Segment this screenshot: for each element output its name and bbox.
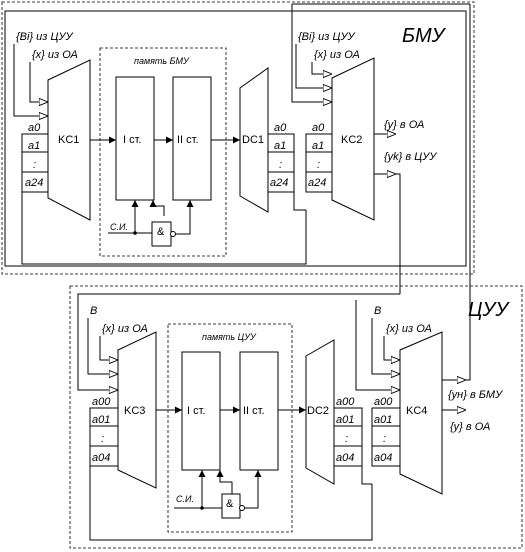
cuu-and-label: & <box>226 498 234 510</box>
bmu-addr-2-a1: a1 <box>274 140 286 152</box>
cuu-memory-frame <box>167 323 293 533</box>
bmu-memory-frame <box>99 47 227 257</box>
cuu-addr-3-a00: a00 <box>374 396 393 408</box>
cuu-out-y-label: {y} в ОА <box>450 421 490 433</box>
cuu-b-line <box>87 318 118 374</box>
bmu-out-y-label: {y} в ОА <box>384 119 424 131</box>
cuu-addr-1-a01: a01 <box>92 414 110 426</box>
ks1-label: KC1 <box>58 134 79 146</box>
ks1-block <box>47 59 91 221</box>
bmu-addr-1-a24: a24 <box>25 177 43 189</box>
ks3-label: KC3 <box>124 405 145 417</box>
cuu-input-x-label: {x} из ОА <box>102 323 148 335</box>
bmu-out-yk-label: {yk} в ЦУУ <box>384 151 437 163</box>
bmu-input-b2-label: {Bi} из ЦУУ <box>298 31 356 43</box>
bmu-out-yk-line <box>374 173 401 294</box>
cuu-input-b-label: B <box>90 305 97 317</box>
bmu-stage-1-label: I ст. <box>123 134 142 146</box>
bmu-si-label: С.И. <box>110 222 128 232</box>
cuu-title: ЦУУ <box>468 299 510 321</box>
bmu-addr-3-a24: a24 <box>308 177 326 189</box>
bmu-and-invert <box>170 231 176 237</box>
dc2-addr-to-ks4 <box>361 466 372 485</box>
bmu-addr-1-sep: : <box>33 159 36 171</box>
cuu-addr-1-a00: a00 <box>92 396 111 408</box>
bmu-input-x2-label: {x} из ОА <box>314 49 360 61</box>
dc1-addr-to-ks2 <box>293 192 306 211</box>
bmu-b2-line <box>295 44 332 88</box>
bmu-x-line <box>29 62 48 102</box>
bmu-addr-register-3: a0 a1 : a24 <box>305 122 333 193</box>
cuu-to-bmu-line <box>291 4 332 102</box>
bmu-x2-line <box>311 62 332 74</box>
cuu-b2-line <box>371 318 400 374</box>
cuu-addr-register-1: a00 a01 : a04 <box>89 396 119 467</box>
bmu-addr-2-sep: : <box>279 159 282 171</box>
cuu-addr-1-a04: a04 <box>92 452 110 464</box>
cuu-addr-register-3: a00 a01 : a04 <box>371 396 401 467</box>
cuu-x2-line <box>383 336 400 360</box>
dc1-block <box>239 67 269 213</box>
bmu-addr-register-2: a0 a1 : a24 <box>267 122 295 193</box>
cuu-input-x2-label: {x} из ОА <box>386 323 432 335</box>
cuu-stage-2 <box>239 351 279 471</box>
cuu-addr-2-sep: : <box>345 433 348 445</box>
bmu-addr-1-a1: a1 <box>28 140 40 152</box>
bmu-and-feedback <box>149 200 165 216</box>
cuu-addr-2-a00: a00 <box>336 396 355 408</box>
bmu-title: БМУ <box>402 25 447 47</box>
bmu-b-line <box>13 44 48 116</box>
cuu-addr-3-sep: : <box>383 433 386 445</box>
dc2-block <box>305 339 335 485</box>
bmu-addr-1-a0: a0 <box>28 122 41 134</box>
bmu-addr-3-a0: a0 <box>312 122 325 134</box>
cuu-addr-3-a04: a04 <box>374 452 392 464</box>
dc2-label: DC2 <box>307 405 329 417</box>
dc1-label: DC1 <box>242 134 264 146</box>
cuu-stage-2-label: II ст. <box>243 405 265 417</box>
cuu-stage-1-label: I ст. <box>187 405 206 417</box>
bmu-frame <box>1 1 475 275</box>
bmu-border <box>4 10 467 267</box>
bmu-stage-2-label: II ст. <box>177 134 199 146</box>
bmu-addr-register-1: a0 a1 : a24 <box>21 122 49 193</box>
cuu-si-label: С.И. <box>176 494 194 504</box>
bmu-input-b-label: {Bi} из ЦУУ <box>16 31 74 43</box>
ks4-label: KC4 <box>406 405 427 417</box>
ks2-label: KC2 <box>341 134 362 146</box>
cuu-and-invert <box>239 505 245 511</box>
cuu-feedback-loop <box>89 466 373 541</box>
cuu-addr-2-a01: a01 <box>336 414 354 426</box>
cuu-ks4-feed <box>355 300 400 390</box>
bmu-addr-3-sep: : <box>317 159 320 171</box>
bmu-and-label: & <box>157 226 165 238</box>
cuu-addr-2-a04: a04 <box>336 452 354 464</box>
bmu-addr-3-a1: a1 <box>312 140 324 152</box>
bmu-input-x-label: {x} из ОА <box>32 49 78 61</box>
bmu-to-cuu-line <box>77 293 400 390</box>
cuu-addr-3-a01: a01 <box>374 414 392 426</box>
bmu-addr-2-a24: a24 <box>270 177 288 189</box>
bmu-stage-1 <box>115 76 155 201</box>
bmu-feedback-loop <box>21 192 307 265</box>
cuu-section: ЦУУ B {x} из ОА a00 a01 : a04 KC3 память… <box>69 3 523 549</box>
bmu-section: БМУ {Bi} из ЦУУ {x} из ОА a0 a1 : a24 KC… <box>1 1 475 294</box>
cuu-addr-1-sep: : <box>101 433 104 445</box>
bmu-memory-title: память БМУ <box>134 56 190 66</box>
cuu-and-feedback <box>216 470 233 494</box>
ks4-block <box>399 331 443 495</box>
cuu-memory-title: память ЦУУ <box>202 332 257 342</box>
bmu-addr-2-a0: a0 <box>274 122 287 134</box>
cuu-stage-1 <box>181 351 221 471</box>
ks3-block <box>117 331 157 489</box>
cuu-frame <box>69 285 523 549</box>
ks2-block <box>331 57 375 221</box>
cuu-and-to-stage-2 <box>244 470 262 509</box>
bmu-and-to-stage-2 <box>176 200 194 235</box>
cuu-input-b2-label: B <box>374 305 381 317</box>
cuu-addr-register-2: a00 a01 : a04 <box>333 396 363 467</box>
cuu-x-line <box>99 336 118 360</box>
cuu-out-yn-label: {yн} в БМУ <box>448 389 503 401</box>
